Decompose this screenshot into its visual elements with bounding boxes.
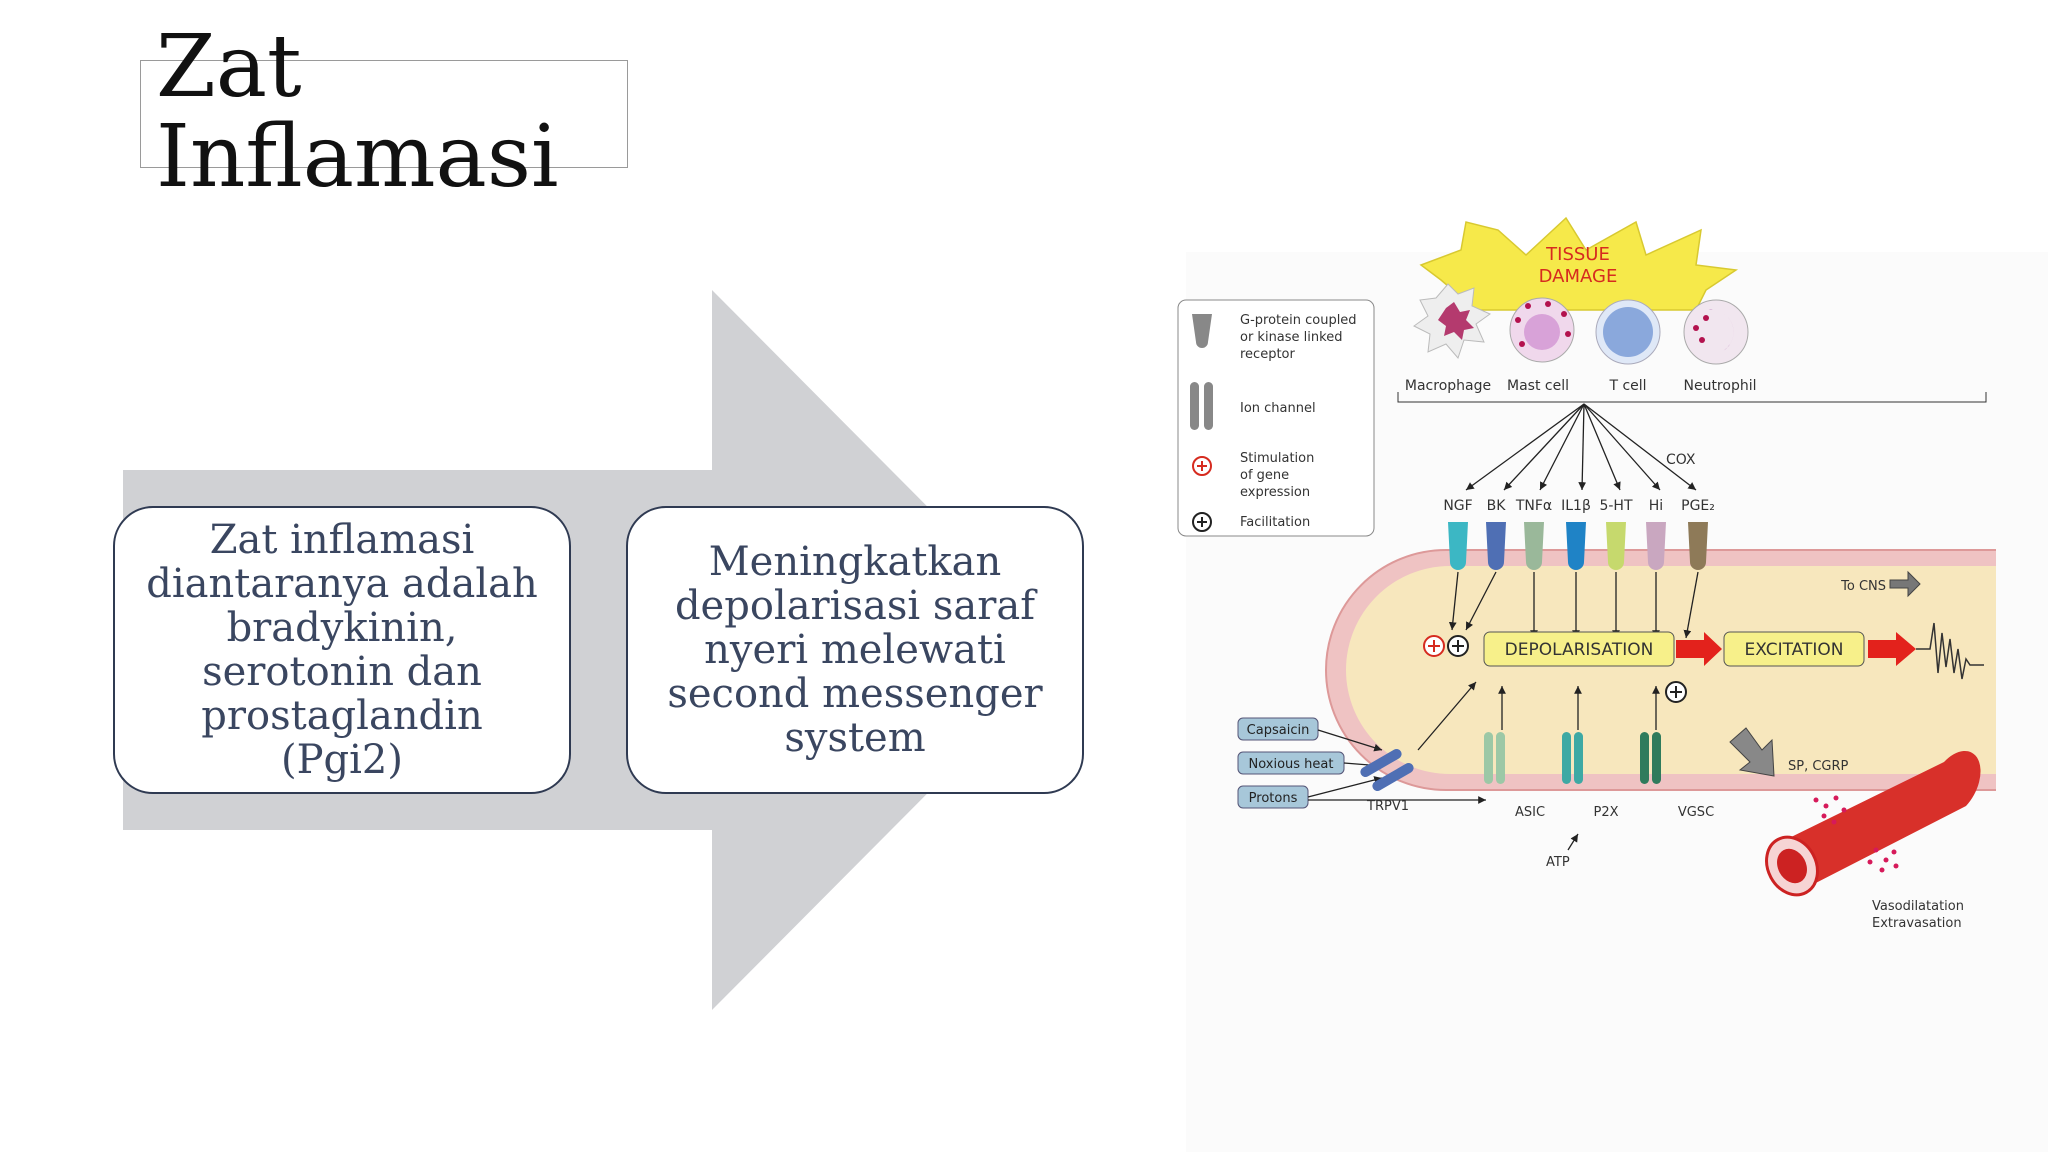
process-card-2: Meningkatkan depolarisasi saraf nyeri me… [626,506,1084,794]
vgsc-channel-icon [1640,732,1661,784]
sp-cgrp-label: SP, CGRP [1788,759,1849,774]
tissue-damage-label-2: DAMAGE [1539,266,1618,287]
mediator-5ht: 5-HT [1599,498,1632,514]
atp-label: ATP [1546,855,1570,870]
svg-text:Capsaicin: Capsaicin [1247,723,1310,738]
cells-bracket [1397,392,1987,403]
action-potential-trace [1916,622,1984,680]
legend-gpcr-icon [1192,314,1212,348]
blood-vessel-icon [1765,750,1981,897]
legend-stimulation-line2: of gene [1240,468,1289,483]
depolarisation-arrow [1676,632,1722,666]
legend-box [1177,299,1375,537]
excitation-arrow [1868,632,1916,666]
cell-label-macrophage: Macrophage [1405,378,1491,394]
to-cns-label: To CNS [1840,579,1886,594]
mast-cell-icon [1509,297,1575,363]
stimulus-capsaicin: Capsaicin [1237,717,1319,741]
svg-text:Noxious heat: Noxious heat [1249,757,1334,772]
mediator-bk: BK [1487,498,1507,514]
receptor-signal-arrows [1448,571,1699,639]
process-card-1: Zat inflamasi diantaranya adalah bradyki… [113,506,571,794]
excitation-box [1723,631,1865,667]
stimulation-plus-icon [1423,635,1445,657]
title-placeholder-box [140,60,628,168]
cell-label-mast-cell: Mast cell [1507,378,1569,394]
macrophage-cell-icon [1413,283,1492,359]
cell-label-neutrophil: Neutrophil [1683,378,1756,394]
extravasation-label: Extravasation [1872,916,1962,931]
channel-label-vgsc: VGSC [1678,805,1714,820]
legend-facilitation-label: Facilitation [1240,515,1310,530]
nerve-terminal-inner [1346,566,1996,774]
neutrophil-cell-icon [1683,299,1749,365]
p2x-channel-icon [1562,732,1583,784]
cell-label-t-cell: T cell [1608,378,1646,394]
mediator-labels: NGF BK TNFα IL1β 5-HT Hi PGE₂ [1443,498,1715,514]
channel-signal-arrows [1417,681,1660,851]
legend-stimulation-icon [1192,456,1212,476]
channel-label-p2x: P2X [1593,805,1618,820]
mediator-pge2: PGE₂ [1681,498,1715,514]
to-cns-arrow [1889,570,1921,598]
process-card-2-text: Meningkatkan depolarisasi saraf nyeri me… [667,539,1043,761]
t-cell-icon [1595,299,1661,365]
slide-title-line1: Zat [156,17,302,117]
depolarisation-box [1483,631,1675,667]
mediator-tnfa: TNFα [1515,498,1552,514]
vasodilatation-label: Vasodilatation [1872,899,1964,914]
legend-gpcr-line1: G-protein coupled [1240,313,1357,328]
process-card-1-text: Zat inflamasi diantaranya adalah bradyki… [146,517,538,783]
slide-title: Zat Inflamasi [156,22,558,202]
extravasation-dots [1813,795,1899,873]
legend-facilitation-icon [1192,512,1212,532]
mediator-hi: Hi [1649,498,1663,514]
depolarisation-label: DEPOLARISATION [1505,640,1654,660]
facilitation-plus-icon-2 [1665,681,1687,703]
inflammation-pain-diagram: TISSUE DAMAGE Macrophage Mast cell T cel… [1177,216,1996,931]
excitation-label: EXCITATION [1745,640,1844,660]
facilitation-plus-icon-1 [1447,635,1469,657]
legend-gpcr-line3: receptor [1240,347,1296,362]
trpv1-channel-icon [1360,749,1414,791]
mediator-il1b: IL1β [1561,498,1591,514]
channel-label-asic: ASIC [1515,805,1545,820]
channel-label-trpv1: TRPV1 [1366,799,1409,814]
legend-stimulation-line3: expression [1240,485,1310,500]
legend-ion-channel-label: Ion channel [1240,401,1316,416]
mediator-release-arrows [1465,403,1697,491]
svg-text:Protons: Protons [1249,791,1298,806]
slide-title-line2: Inflamasi [156,107,559,207]
legend-stimulation-line1: Stimulation [1240,451,1314,466]
receptor-icons [1448,522,1708,570]
stimulus-protons: Protons [1237,785,1309,809]
mediator-ngf: NGF [1443,498,1472,514]
asic-channel-icon [1484,732,1505,784]
stimulus-noxious-heat: Noxious heat [1237,751,1345,775]
sp-cgrp-arrow [1729,727,1775,777]
legend-gpcr-line2: or kinase linked [1240,330,1342,345]
legend-ion-channel-icon [1190,382,1213,430]
tissue-damage-burst [1419,216,1739,311]
tissue-damage-label-1: TISSUE [1545,244,1610,265]
cox-label: COX [1666,452,1696,468]
